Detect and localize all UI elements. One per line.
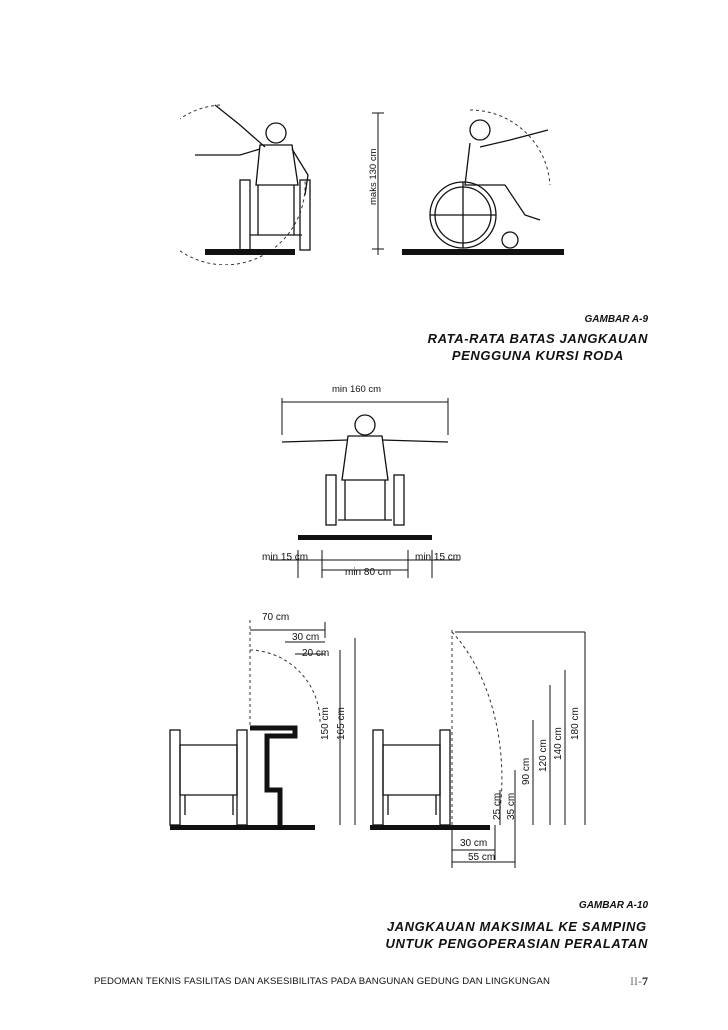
dim-min-15-left: min 15 cm [262, 552, 309, 563]
wheelchair-right-side [372, 729, 451, 826]
figure-a9-illustration: maks 130 cm [180, 104, 564, 265]
footer-text: PEDOMAN TEKNIS FASILITAS DAN AKSESIBILIT… [94, 976, 550, 987]
caption-title-a9-line2: PENGGUNA KURSI RODA [451, 348, 624, 363]
caption-title-a10-line2: UNTUK PENGOPERASIAN PERALATAN [385, 936, 648, 951]
dim-35: 35 cm [506, 792, 517, 820]
dim-20: 20 cm [302, 648, 330, 659]
dim-70: 70 cm [262, 612, 290, 623]
caption-title-a9-line1: RATA-RATA BATAS JANGKAUAN [427, 331, 648, 346]
dim-maks-130: maks 130 cm [368, 148, 379, 205]
dim-min-15-right: min 15 cm [415, 552, 462, 563]
caption-title-a9: RATA-RATA BATAS JANGKAUAN PENGGUNA KURSI… [428, 330, 648, 364]
wheelchair-user-arms-extended [281, 414, 449, 526]
dim-30-top: 30 cm [292, 632, 320, 643]
dim-165: 165 cm [336, 707, 347, 740]
dim-55: 55 cm [468, 852, 496, 863]
caption-title-a10: JANGKAUAN MAKSIMAL KE SAMPING UNTUK PENG… [386, 918, 648, 952]
dim-180: 180 cm [570, 707, 581, 740]
dim-90: 90 cm [521, 757, 532, 785]
dim-140: 140 cm [553, 727, 564, 760]
dim-150: 150 cm [320, 707, 331, 740]
figure-a10-illustration [169, 620, 586, 868]
caption-number-a10: GAMBAR A-10 [578, 900, 648, 911]
figure-arm-span-illustration: min 160 cm [270, 384, 460, 578]
caption-title-a10-line1: JANGKAUAN MAKSIMAL KE SAMPING [386, 919, 647, 934]
dim-30-bottom: 30 cm [460, 838, 488, 849]
wheelchair-user-front-reach [195, 104, 311, 251]
dim-25: 25 cm [492, 792, 503, 820]
wheelchair-left-side [169, 729, 248, 826]
caption-number-a9: GAMBAR A-9 [584, 314, 648, 325]
wheelchair-user-side-reach [429, 119, 549, 249]
page-number: II-7 [630, 974, 648, 989]
dim-min-80: min 80 cm [345, 567, 392, 578]
counter-stepped [250, 725, 298, 825]
dim-min-160: min 160 cm [332, 384, 381, 395]
dim-120: 120 cm [538, 739, 549, 772]
page-number-value: 7 [642, 974, 648, 988]
page-prefix: II- [630, 974, 642, 988]
